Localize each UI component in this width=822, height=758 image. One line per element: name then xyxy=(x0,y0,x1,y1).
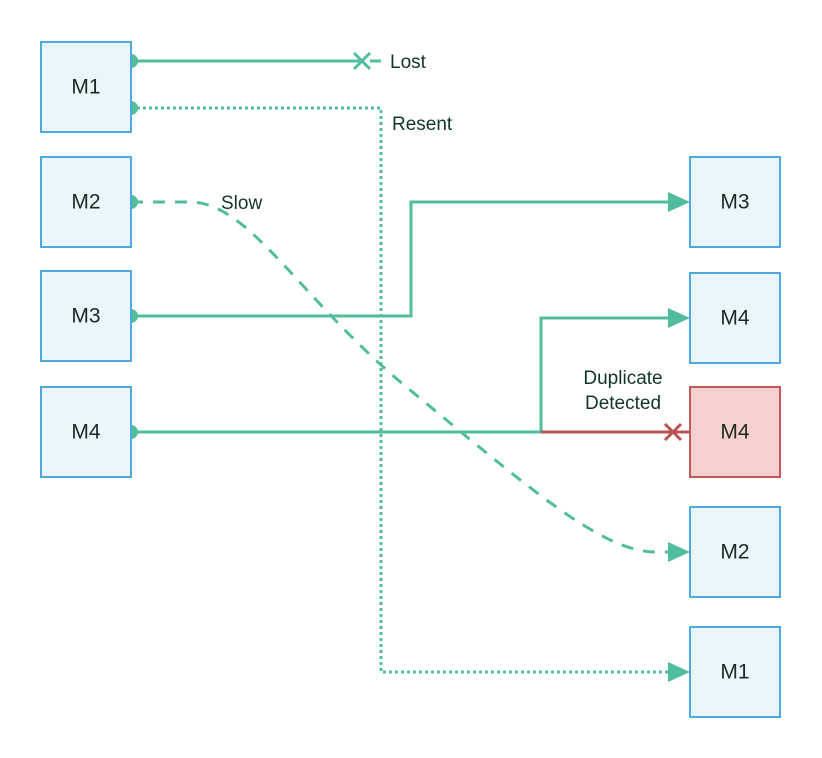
lost-label: Lost xyxy=(390,52,427,73)
m3-arrow xyxy=(668,192,690,212)
sender-m2: M2 xyxy=(40,156,132,248)
m2-slow-arrow xyxy=(668,542,690,562)
reject-x-icon xyxy=(663,422,683,442)
receiver-m1: M1 xyxy=(689,626,781,718)
duplicate-label-line1: Duplicate xyxy=(583,368,662,389)
sender-m4-label: M4 xyxy=(71,421,100,444)
sender-m3-label: M3 xyxy=(71,305,100,328)
lost-x-icon xyxy=(352,51,372,71)
receiver-m3: M3 xyxy=(689,156,781,248)
receiver-m2-label: M2 xyxy=(720,541,749,564)
receiver-m4-label: M4 xyxy=(720,307,749,330)
receiver-m2: M2 xyxy=(689,506,781,598)
receiver-m1-label: M1 xyxy=(720,661,749,684)
m2-slow-line xyxy=(131,200,670,554)
receiver-m4-duplicate: M4 xyxy=(689,386,781,478)
m1-resent-line xyxy=(131,106,688,674)
sender-m1: M1 xyxy=(40,41,132,133)
resent-label: Resent xyxy=(392,114,453,135)
sender-m4: M4 xyxy=(40,386,132,478)
slow-label: Slow xyxy=(221,193,262,214)
m4-accepted-arrow xyxy=(668,308,690,328)
m1-resent-arrow xyxy=(668,662,690,682)
m3-line xyxy=(131,200,670,318)
sender-m3: M3 xyxy=(40,270,132,362)
receiver-m4: M4 xyxy=(689,272,781,364)
receiver-m4-duplicate-label: M4 xyxy=(720,421,749,444)
receiver-m3-label: M3 xyxy=(720,191,749,214)
sender-m2-label: M2 xyxy=(71,191,100,214)
duplicate-label-line2: Detected xyxy=(585,393,661,414)
sender-m1-label: M1 xyxy=(71,76,100,99)
m4-accepted-line xyxy=(539,316,670,432)
